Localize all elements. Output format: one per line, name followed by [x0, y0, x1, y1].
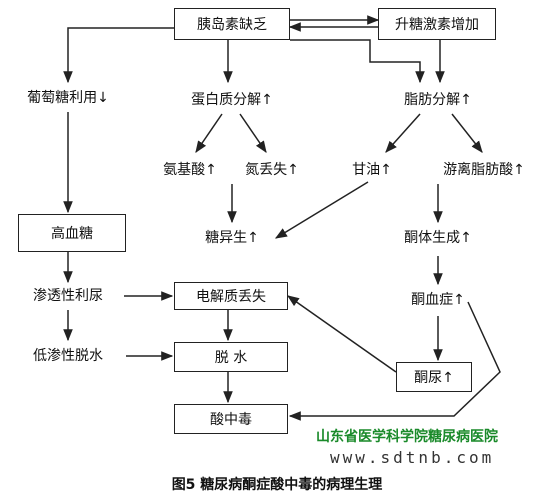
node-acidosis: 酸中毒 [174, 404, 288, 434]
watermark-url: www.sdtnb.com [330, 448, 495, 467]
edge-fat-to-glycerol [385, 113, 421, 153]
label-glucose-use: 葡萄糖利用↓ [27, 90, 109, 106]
label-free-fatty-acid: 游离脂肪酸↑ [443, 162, 525, 178]
edge-fat-to-ffa [451, 113, 483, 153]
label-ketonemia: 酮血症↑ [411, 292, 465, 308]
node-hyperglycemia: 高血糖 [18, 214, 126, 252]
edge-ketonuria-to-electrolyte [287, 295, 397, 373]
edge-insulin-to-fat [290, 39, 425, 84]
label-ketone-production: 酮体生成↑ [404, 230, 472, 246]
label-protein-breakdown: 蛋白质分解↑ [191, 92, 273, 108]
label-nitrogen-loss: 氮丢失↑ [245, 162, 299, 178]
label-amino-acid: 氨基酸↑ [163, 162, 217, 178]
node-glucagon-increase: 升糖激素增加 [378, 8, 496, 40]
edge-protein-to-nitrogen [239, 113, 267, 153]
label-fat-breakdown: 脂肪分解↑ [404, 92, 472, 108]
edge-insulin-to-glucose-use [63, 27, 174, 84]
edge-ketonemia-to-acidosis [288, 301, 501, 421]
node-insulin-deficiency: 胰岛素缺乏 [174, 8, 290, 40]
watermark-org: 山东省医学科学院糖尿病医院 [300, 426, 514, 446]
node-dehydration: 脱 水 [174, 342, 288, 372]
edge-glycerol-to-gluconeogenesis [274, 181, 369, 239]
label-gluconeogenesis: 糖异生↑ [205, 230, 259, 246]
node-ketonuria: 酮尿↑ [396, 362, 472, 392]
label-osmotic-diuresis: 渗透性利尿 [33, 288, 103, 304]
label-hypotonic-dehydration: 低渗性脱水 [33, 348, 103, 364]
figure-caption: 图5 糖尿病酮症酸中毒的病理生理 [171, 477, 383, 493]
node-electrolyte-loss: 电解质丢失 [174, 282, 288, 310]
edge-protein-to-amino [195, 113, 223, 153]
label-glycerol: 甘油↑ [352, 162, 392, 178]
